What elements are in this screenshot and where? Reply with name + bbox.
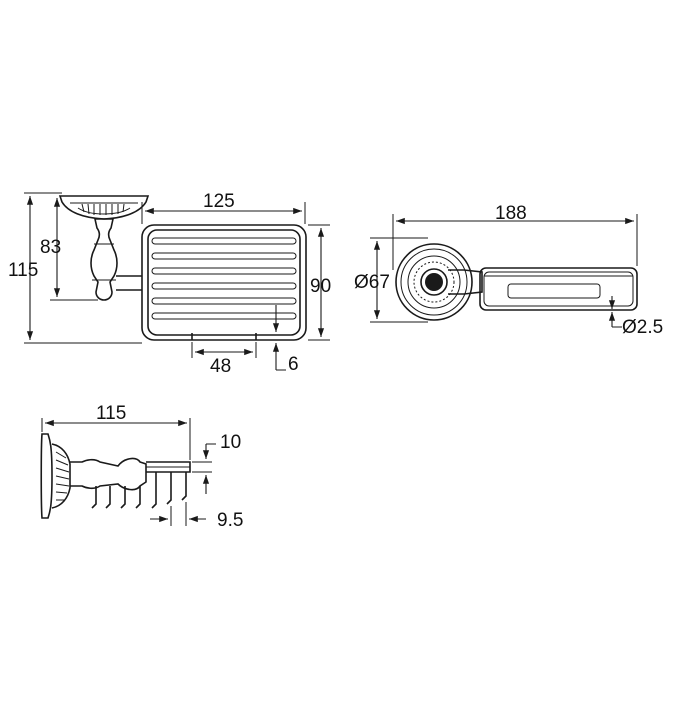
basket-wires xyxy=(151,237,297,320)
side-dimensions: 115 10 9.5 xyxy=(41,403,243,531)
front-basket xyxy=(141,224,307,341)
top-rosette xyxy=(395,243,473,321)
side-view: 115 10 9.5 xyxy=(40,403,243,531)
dim-rail-height: 10 xyxy=(220,432,241,453)
top-view: 188 Ø67 Ø2.5 xyxy=(354,203,663,338)
top-basket xyxy=(448,267,638,311)
dim-bottom-offset: 6 xyxy=(288,354,299,375)
side-wires xyxy=(91,472,187,509)
dim-overall-length: 188 xyxy=(495,203,527,224)
dim-rosette-diameter: Ø67 xyxy=(354,272,390,293)
dim-basket-width: 125 xyxy=(203,191,235,212)
dim-overall-height: 115 xyxy=(8,260,38,281)
dim-side-depth: 115 xyxy=(96,403,126,424)
front-view: 115 83 125 90 48 6 xyxy=(8,191,331,377)
side-basket xyxy=(91,461,191,509)
dim-mount-height: 83 xyxy=(40,237,61,258)
dim-wire-spacing: 9.5 xyxy=(217,510,243,531)
dim-wire-diameter: Ø2.5 xyxy=(622,317,663,338)
front-rosette xyxy=(58,195,150,301)
front-dimensions: 115 83 125 90 48 6 xyxy=(8,191,331,377)
side-rosette xyxy=(40,433,147,519)
top-dimensions: 188 Ø67 Ø2.5 xyxy=(354,203,663,338)
dim-basket-height: 90 xyxy=(310,276,331,297)
dim-bottom-span: 48 xyxy=(210,356,231,377)
